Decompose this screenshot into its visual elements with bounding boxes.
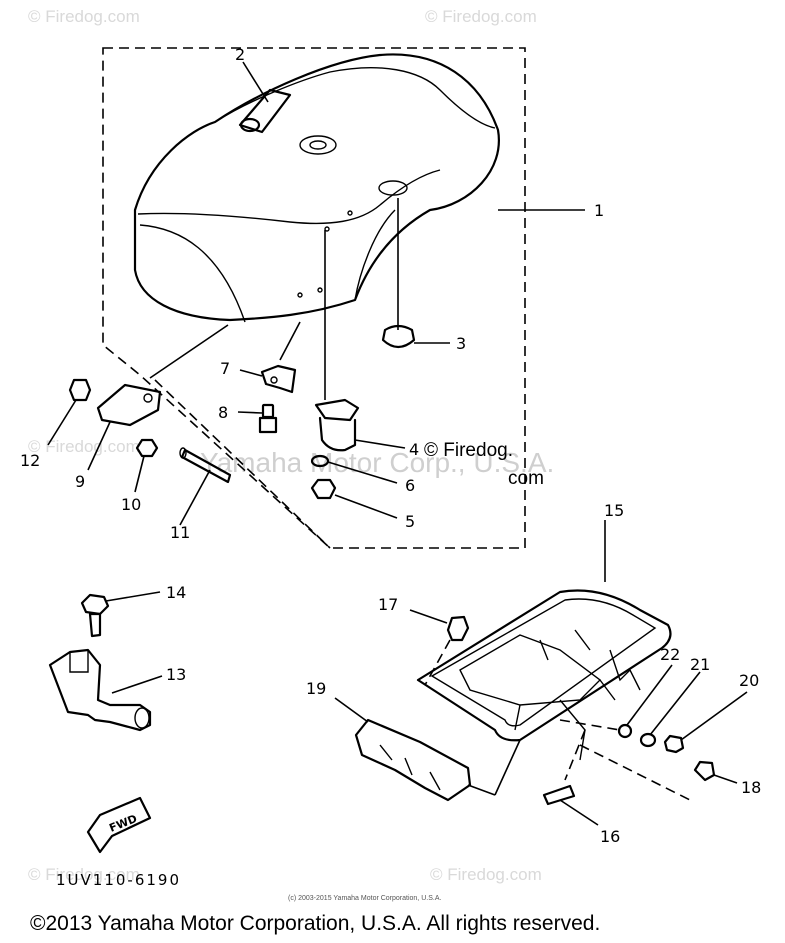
- diagram-part-number: 1UV110-6190: [56, 871, 181, 889]
- plate-part: [87, 324, 229, 471]
- small-copyright: (c) 2003-2015 Yamaha Motor Corporation, …: [288, 895, 441, 902]
- callout-1: 1: [594, 201, 604, 220]
- callout-18: 18: [741, 778, 761, 797]
- callout-4: 4: [409, 440, 419, 459]
- callout-11: 11: [170, 523, 190, 542]
- firedog-overlay-line1: © Firedog.: [424, 440, 513, 461]
- callout-8: 8: [218, 403, 228, 422]
- callout-15: 15: [604, 501, 624, 520]
- cap-part: [409, 609, 470, 686]
- callout-7: 7: [220, 359, 230, 378]
- firedog-overlay-line2: com: [508, 468, 544, 489]
- callout-17: 17: [378, 595, 398, 614]
- bolt-14-part: [80, 591, 161, 638]
- bolt-8-part: [237, 403, 278, 434]
- callout-13: 13: [166, 665, 186, 684]
- watermark-top-left: © Firedog.com: [28, 7, 140, 26]
- copyright-footer: ©2013 Yamaha Motor Corporation, U.S.A. A…: [30, 912, 600, 935]
- callout-2: 2: [235, 45, 245, 64]
- damper-part: [381, 198, 450, 349]
- callout-5: 5: [405, 512, 415, 531]
- callout-10: 10: [121, 495, 141, 514]
- callout-12: 12: [20, 451, 40, 470]
- handle-bracket-part: [48, 648, 163, 732]
- seat-hook-part: [314, 230, 406, 452]
- plate-16-part: [542, 729, 599, 826]
- ghost-watermark: Yamaha Motor Corp., U.S.A.: [200, 447, 554, 478]
- watermark-bottom-right: © Firedog.com: [430, 865, 542, 884]
- assembly-box: [102, 47, 526, 549]
- seat-hinge-part: [238, 61, 292, 134]
- washer-part: [310, 454, 398, 484]
- callout-16: 16: [600, 827, 620, 846]
- assembly-box-diagonal: [154, 379, 331, 549]
- callout-14: 14: [166, 583, 186, 602]
- watermark-mid-left: © Firedog.com: [28, 437, 140, 456]
- callout-9: 9: [75, 472, 85, 491]
- callout-22: 22: [660, 645, 680, 664]
- guard-part: [334, 697, 521, 802]
- callout-3: 3: [456, 334, 466, 353]
- bracket-part: [239, 321, 301, 394]
- watermark-bottom-left: © Firedog.com: [28, 865, 140, 884]
- watermark-top-right: © Firedog.com: [425, 7, 537, 26]
- cap-18-part: [579, 744, 738, 801]
- forward-direction-arrow: FWD: [86, 796, 152, 854]
- washer-21-part: [639, 671, 701, 748]
- collar-part: [559, 664, 673, 739]
- nut-part: [310, 478, 398, 519]
- pin-part: [179, 447, 232, 526]
- washer-10-part: [134, 438, 159, 493]
- nut-12-part: [47, 378, 92, 446]
- callout-19: 19: [306, 679, 326, 698]
- seat-part: [133, 53, 585, 323]
- callout-6: 6: [405, 476, 415, 495]
- bolt-20-part: [663, 691, 748, 754]
- callout-21: 21: [690, 655, 710, 674]
- callout-20: 20: [739, 671, 759, 690]
